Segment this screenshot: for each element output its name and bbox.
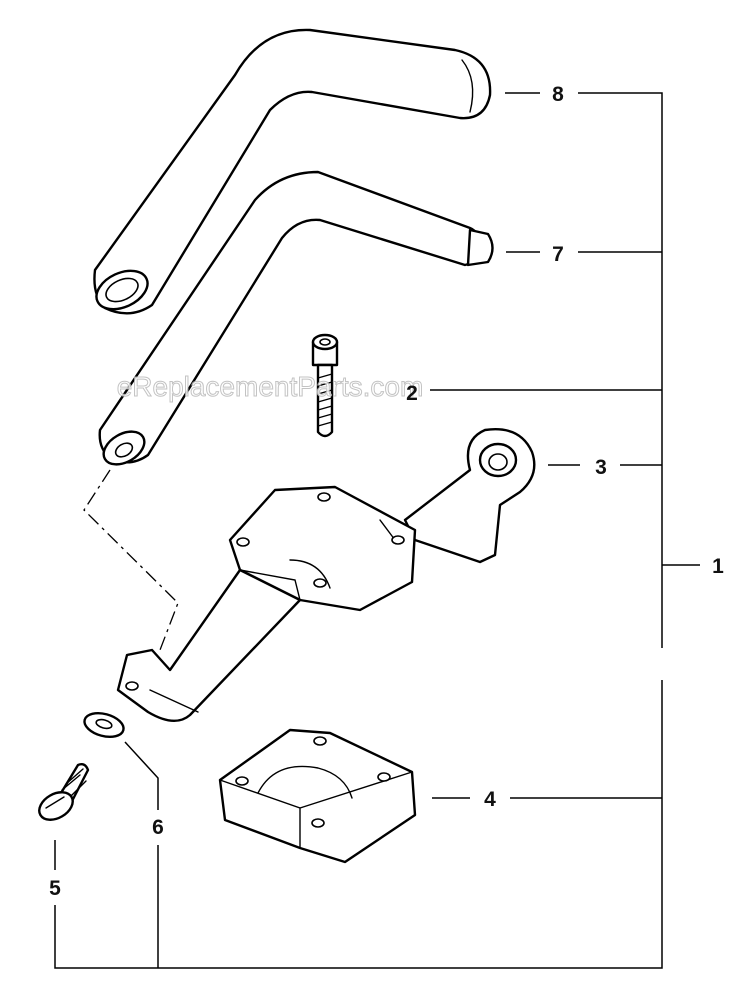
part-7-inner-tube: [98, 170, 494, 466]
callout-3: 3: [595, 456, 607, 479]
callout-4: 4: [484, 788, 496, 811]
callout-8: 8: [552, 83, 564, 106]
part-2-socket-screw: [311, 333, 339, 438]
callout-1: 1: [712, 555, 724, 578]
callout-7: 7: [552, 243, 564, 266]
part-6-washer: [83, 711, 125, 739]
assembly-centerline: [83, 469, 179, 651]
callout-2: 2: [406, 382, 418, 405]
part-4-clamp-cap: [218, 728, 417, 864]
part-3-clamp-arm: [116, 428, 536, 722]
watermark: eReplacementParts.com: [117, 371, 424, 402]
part-5-screw: [38, 762, 90, 821]
callout-6: 6: [152, 816, 164, 839]
callout-5: 5: [49, 877, 61, 900]
part-8-grip-tube: [93, 28, 492, 315]
leader-lines: [54, 92, 700, 969]
